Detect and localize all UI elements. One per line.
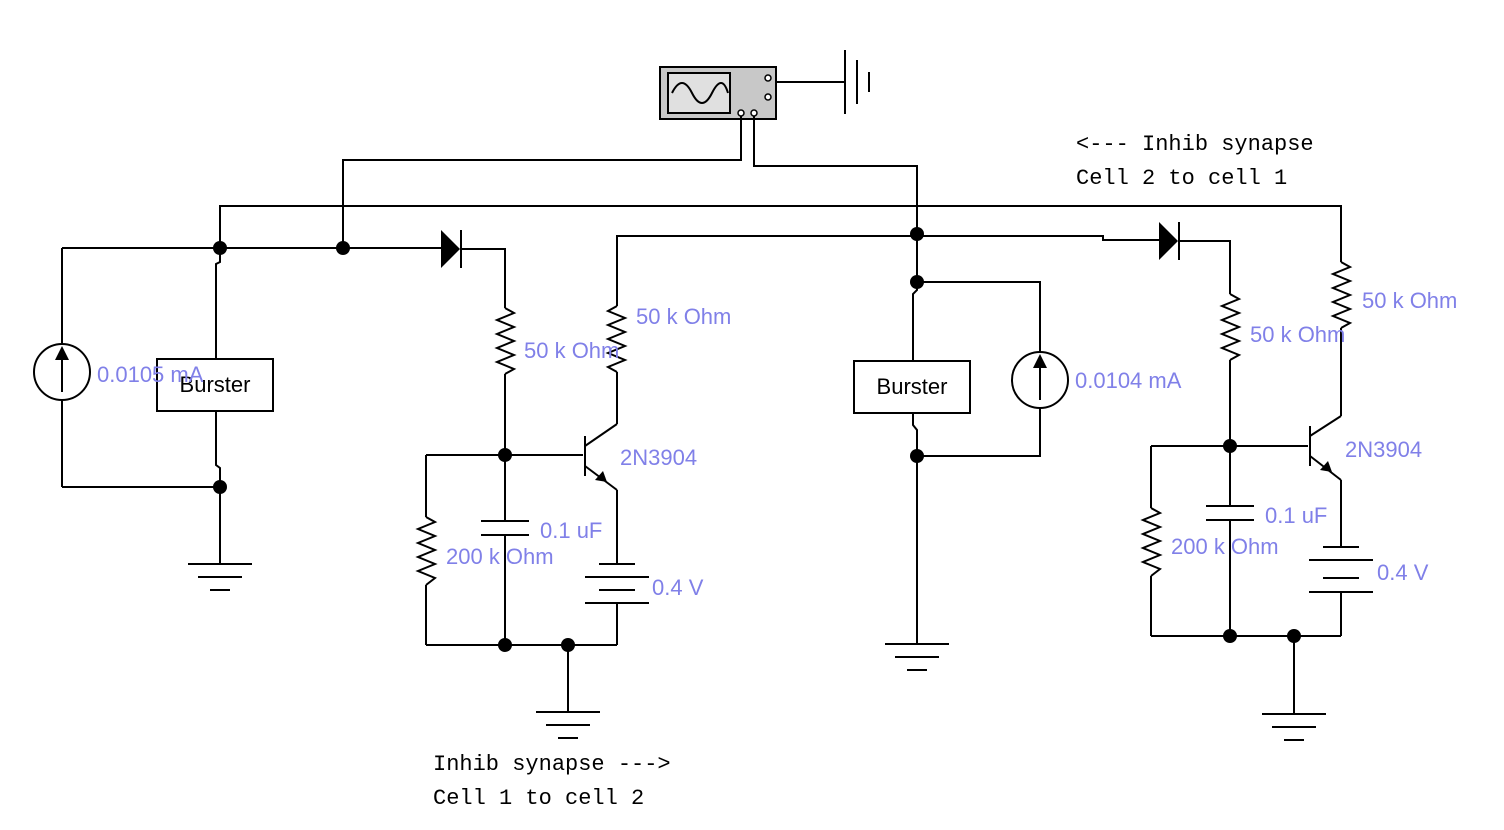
battery-right-icon — [1309, 546, 1373, 593]
resistor-collector-left-label: 50 k Ohm — [636, 304, 732, 329]
junction-dots — [213, 227, 1301, 652]
synapse-2-to-1-note-line2: Cell 2 to cell 1 — [1076, 166, 1288, 191]
current-source-left-icon — [33, 343, 91, 401]
battery-left-label: 0.4 V — [652, 575, 704, 600]
transistor-left-icon — [584, 423, 618, 491]
current-source-left-label: 0.0105 mA — [97, 362, 204, 387]
transistor-left-label: 2N3904 — [620, 445, 698, 470]
synapse-1-to-2-note-line2: Cell 1 to cell 2 — [433, 786, 645, 811]
transistor-right-icon — [1309, 415, 1342, 481]
burster-middle[interactable]: Burster — [853, 360, 971, 414]
scope-ground-icon — [776, 50, 870, 114]
current-source-middle-label: 0.0104 mA — [1075, 368, 1182, 393]
resistor-diode-left-label: 50 k Ohm — [524, 338, 620, 363]
burster-middle-label: Burster — [876, 374, 948, 399]
synapse-1-to-2-note-line1: Inhib synapse ---> — [433, 752, 671, 777]
resistor-collector-right-label: 50 k Ohm — [1362, 288, 1458, 313]
transistor-right-label: 2N3904 — [1345, 437, 1423, 462]
resistor-200k-left-label: 200 k Ohm — [446, 544, 554, 569]
ground-icon — [885, 643, 949, 671]
diode-right-icon — [1159, 222, 1180, 260]
ground-icon — [1262, 713, 1326, 741]
synapse-2-to-1-note-line1: <--- Inhib synapse — [1076, 132, 1314, 157]
burster-left[interactable]: Burster — [156, 358, 274, 412]
battery-left-icon — [585, 563, 649, 604]
oscilloscope-icon[interactable] — [659, 66, 777, 120]
current-source-middle-icon — [1011, 351, 1069, 409]
diode-left-icon — [441, 230, 462, 268]
capacitor-left-label: 0.1 uF — [540, 518, 603, 543]
burster-left-label: Burster — [179, 372, 251, 397]
battery-right-label: 0.4 V — [1377, 560, 1429, 585]
ground-icon — [188, 563, 252, 591]
resistor-200k-right-label: 200 k Ohm — [1171, 534, 1279, 559]
resistor-diode-right-label: 50 k Ohm — [1250, 322, 1346, 347]
ground-icon — [536, 711, 600, 739]
capacitor-right-label: 0.1 uF — [1265, 503, 1328, 528]
